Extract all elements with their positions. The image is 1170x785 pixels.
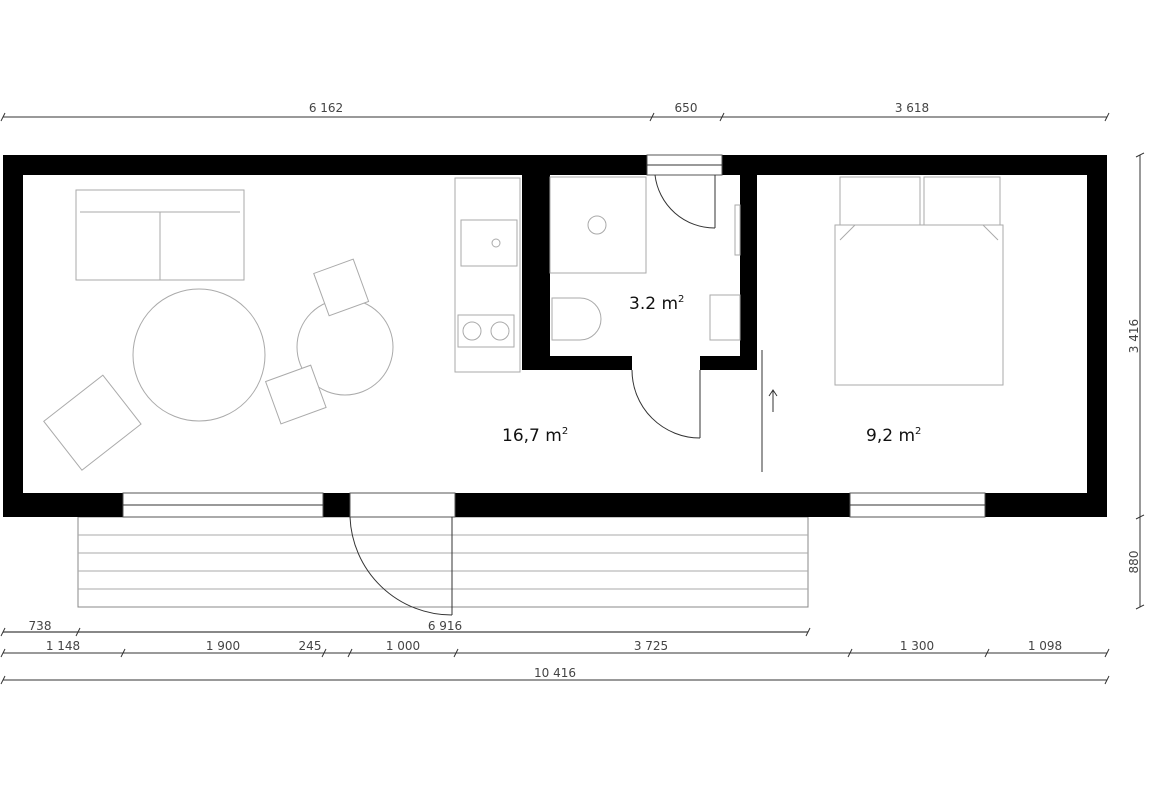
right-dimension: 3 416 880 (1127, 152, 1145, 610)
dim-b2-1: 1 148 (46, 639, 80, 653)
dim-bottom-6916: 6 916 (428, 619, 462, 633)
bottom-dimensions: 738 6 916 1 148 1 900 245 1 000 3 725 1 … (0, 619, 1110, 685)
top-dimension: 6 162 650 3 618 (0, 101, 1110, 122)
dim-b2-7: 1 098 (1028, 639, 1062, 653)
furniture (43, 176, 1004, 471)
dim-top-1: 6 162 (309, 101, 343, 115)
bathroom-area-label: 3.2 m2 (629, 294, 684, 314)
windows (122, 154, 986, 518)
bedroom-area-label: 9,2 m2 (866, 426, 921, 446)
dim-b2-5: 3 725 (634, 639, 668, 653)
dim-b2-6: 1 300 (900, 639, 934, 653)
dim-top-3: 3 618 (895, 101, 929, 115)
dim-right-2: 880 (1127, 551, 1141, 574)
dim-b2-4: 1 000 (386, 639, 420, 653)
dim-b2-3: 245 (299, 639, 322, 653)
living-area-label: 16,7 m2 (502, 426, 568, 446)
walls (3, 155, 1107, 517)
dim-top-2: 650 (675, 101, 698, 115)
terrace (77, 516, 809, 608)
dim-total: 10 416 (534, 666, 576, 680)
doors (349, 174, 778, 616)
dim-bottom-738: 738 (29, 619, 52, 633)
dim-b2-2: 1 900 (206, 639, 240, 653)
dim-right-1: 3 416 (1127, 319, 1141, 353)
